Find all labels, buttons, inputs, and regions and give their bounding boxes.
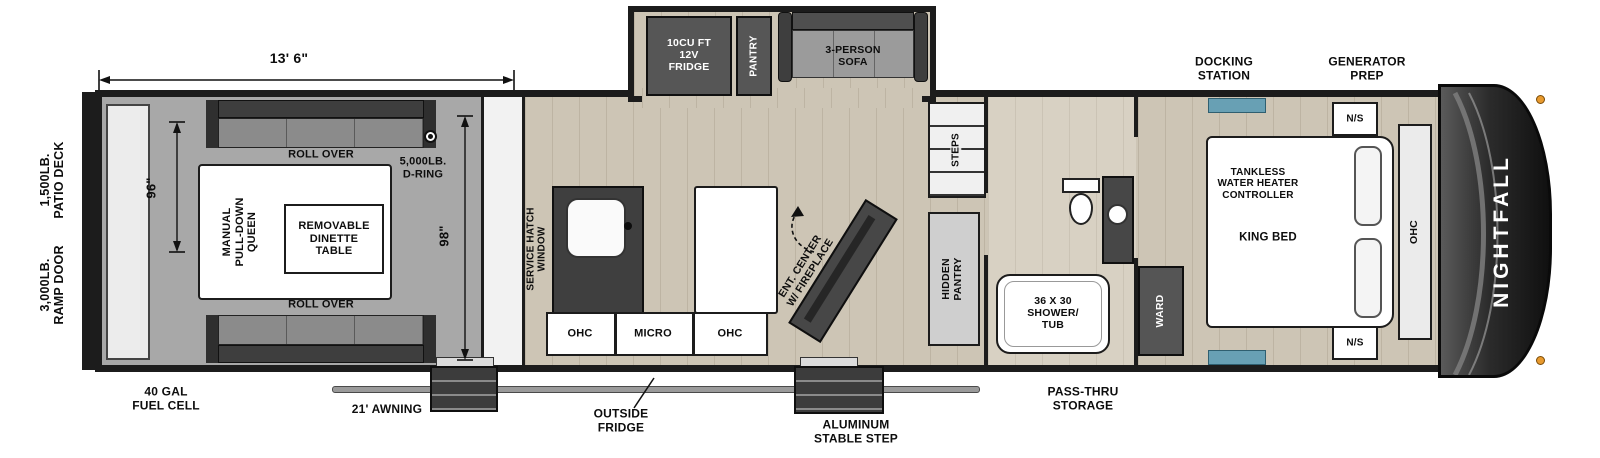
rollover-bottom-seat — [218, 315, 424, 345]
ohc-left-label: OHC — [567, 327, 593, 340]
ramp-door-wall — [82, 92, 95, 370]
pantry — [736, 16, 772, 96]
wardrobe — [1138, 266, 1184, 356]
bath-bedroom-wall-bottom — [1134, 258, 1138, 365]
service-hatch-label: SERVICE HATCH WINDOW — [525, 207, 548, 291]
toilet-tank — [1062, 178, 1100, 193]
kitchen-sink — [566, 198, 626, 258]
pantry-label: PANTRY — [748, 35, 760, 77]
ohc-right-label: OHC — [717, 327, 743, 340]
water-heater-label: TANKLESS WATER HEATER CONTROLLER — [1217, 166, 1299, 201]
patio-deck-label: 1,500LB. PATIO DECK — [37, 141, 66, 219]
stable-step-label: ALUMINUM STABLE STEP — [814, 417, 898, 445]
dinette-table — [284, 204, 384, 274]
nightstand-top-label: N/S — [1346, 113, 1364, 125]
dimension-line-98 — [457, 115, 473, 361]
sofa-seat — [792, 30, 914, 78]
dinette-label: REMOVABLE DINETTE TABLE — [298, 220, 370, 258]
outside-fridge-label: OUTSIDE FRIDGE — [593, 406, 649, 434]
clearance-light-bottom — [1536, 356, 1545, 365]
sofa-label: 3-PERSON SOFA — [825, 44, 881, 68]
pass-thru-label: PASS-THRU STORAGE — [1047, 384, 1119, 412]
rollover-top-label: ROLL OVER — [288, 148, 354, 161]
ramp-door-panel — [106, 104, 150, 360]
cap-swoosh-icon — [1452, 91, 1499, 375]
bedroom-ohc — [1398, 124, 1432, 340]
docking-station-port — [1208, 98, 1266, 113]
pillow-top — [1354, 146, 1382, 226]
bedroom-ohc-label: OHC — [1408, 220, 1421, 244]
nightstand-bottom-label: N/S — [1346, 337, 1364, 349]
rollover-bottom-arm-right — [424, 315, 436, 363]
rollover-top-back — [218, 100, 424, 118]
d-ring-dot — [428, 134, 433, 139]
shower-tub-label: 36 X 30 SHOWER/ TUB — [1027, 295, 1079, 331]
entry-wall — [481, 97, 525, 365]
brand-label: NIGHTFALL — [1490, 154, 1514, 308]
faucet-icon — [624, 222, 632, 230]
shower-tub — [996, 274, 1110, 354]
dimension-line-96 — [169, 121, 185, 253]
hidden-pantry — [928, 212, 980, 346]
rollover-top-seat — [218, 118, 424, 148]
interior-width-dim-label: 98" — [436, 225, 452, 247]
rollover-top-arm-left — [206, 100, 218, 148]
shower-tub-inner — [1004, 281, 1102, 347]
fridge-label: 10CU FT 12V FRIDGE — [667, 37, 711, 73]
cabinet-divider-2 — [692, 312, 695, 356]
garage-width-dim-label: 96" — [143, 177, 159, 199]
sofa-arm-right — [914, 12, 928, 82]
sofa-arm-left — [778, 12, 792, 82]
swivel-arrow-icon — [791, 206, 815, 253]
wardrobe-label: WARD — [1154, 294, 1167, 328]
pass-thru-hatch — [1208, 350, 1266, 365]
micro-label: MICRO — [634, 327, 672, 340]
bath-bedroom-wall-top — [1134, 97, 1138, 137]
rollover-bottom-back — [218, 345, 424, 363]
d-ring-marker-icon — [424, 130, 437, 143]
kitchen-bath-wall-top — [984, 97, 988, 193]
nightstand-bottom — [1332, 326, 1378, 360]
stable-step — [794, 366, 884, 414]
generator-prep-label: GENERATOR PREP — [1328, 54, 1406, 82]
rollover-bottom-label: ROLL OVER — [288, 298, 354, 311]
front-cap — [1438, 84, 1552, 378]
d-ring-label: 5,000LB. D-RING — [399, 155, 447, 180]
cabinet-divider-1 — [614, 312, 617, 356]
sofa-back — [792, 12, 914, 30]
pillow-bottom — [1354, 238, 1382, 318]
toilet-icon — [1069, 193, 1093, 225]
king-bed-label: KING BED — [1239, 231, 1297, 244]
fridge — [646, 16, 732, 96]
nightstand-top — [1332, 102, 1378, 136]
ramp-door-label: 3,000LB. RAMP DOOR — [37, 245, 66, 325]
docking-station-label: DOCKING STATION — [1194, 54, 1254, 82]
rollover-bottom-arm-left — [206, 315, 218, 363]
outside-fridge-pointer — [633, 377, 655, 409]
queen-label: MANUAL PULL-DOWN QUEEN — [221, 197, 259, 267]
steps-label: STEPS — [950, 131, 962, 169]
kitchen-island — [694, 186, 778, 314]
fuel-cell-label: 40 GAL FUEL CELL — [132, 384, 200, 412]
hidden-pantry-label: HIDDEN PANTRY — [940, 257, 964, 301]
awning-rail — [332, 386, 980, 393]
kitchen-lower-cabinets — [546, 312, 768, 356]
bath-sink — [1107, 204, 1128, 225]
dimension-line-garage-length — [98, 70, 515, 90]
garage-length-dim-label: 13' 6" — [269, 50, 309, 67]
kitchen-bath-wall-bottom — [984, 255, 988, 365]
entry-steps — [430, 366, 498, 412]
awning-label: 21' AWNING — [351, 402, 423, 417]
clearance-light-top — [1536, 95, 1545, 104]
